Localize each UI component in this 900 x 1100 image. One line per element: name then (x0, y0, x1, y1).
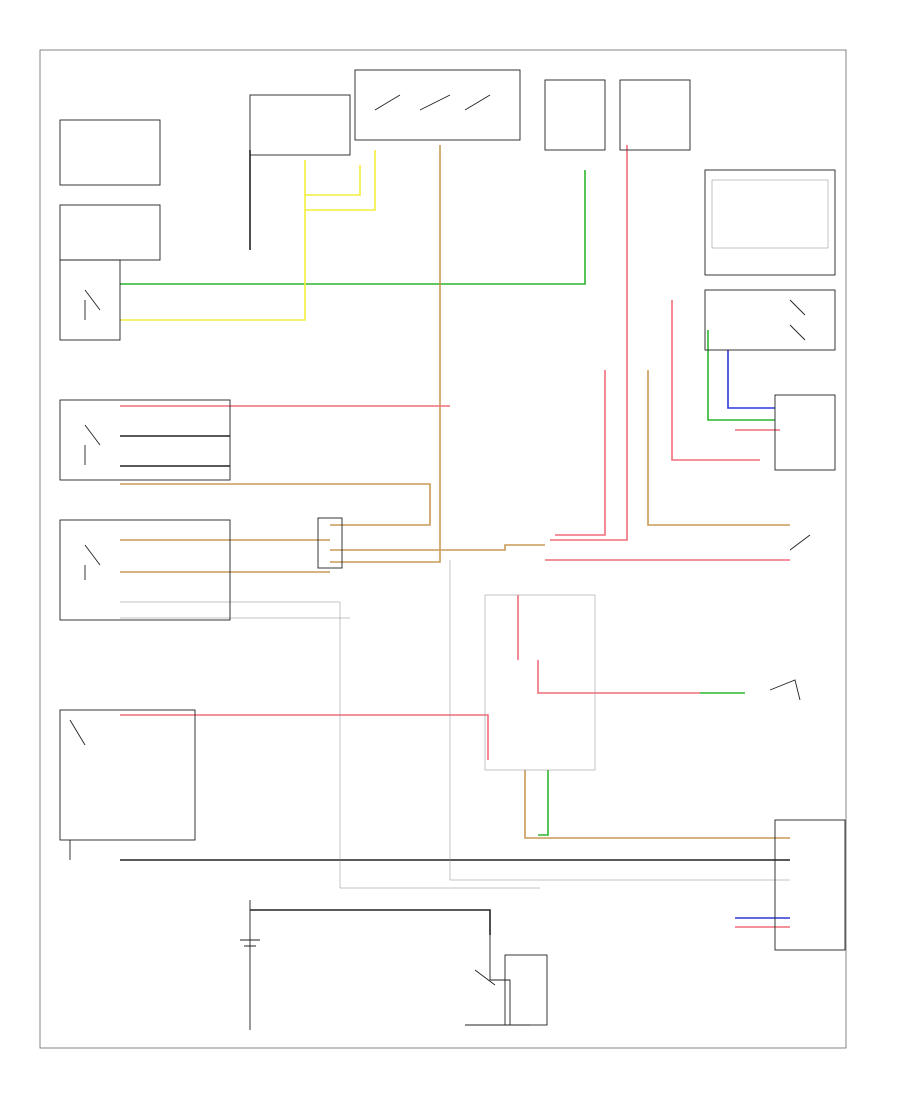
wire-pink-8 (671, 300, 760, 461)
wire-tan-4 (330, 544, 545, 551)
diagram-border (39, 49, 847, 1049)
module-box-right-1 (704, 169, 836, 276)
bottom-components (240, 517, 596, 1030)
module-box-right-1-inner (711, 179, 829, 249)
legend-item-4 (605, 637, 606, 641)
legend-item-1 (605, 607, 606, 611)
wire-blue-1 (727, 350, 775, 409)
wire-pink-2 (550, 145, 628, 541)
starter-box (504, 954, 548, 1026)
relay-switch-2 (84, 424, 101, 465)
relay-switch-right (789, 299, 806, 341)
relay-box-3 (59, 519, 231, 621)
wire-gray-3 (449, 560, 790, 881)
starter-symbol (474, 935, 511, 1025)
switch-box-1 (59, 119, 161, 186)
top-components (249, 69, 691, 156)
switch-box-2 (59, 204, 161, 261)
wire-pink-6 (537, 660, 700, 694)
page-code (44, 1052, 45, 1056)
wire-gray-1 (120, 601, 540, 889)
relay-box-2 (59, 399, 231, 481)
wire-green-3 (538, 770, 549, 836)
switch-symbol-right-2 (769, 679, 801, 701)
wire-tan-7 (524, 770, 790, 839)
relay-switch-1 (84, 289, 101, 320)
wire-tan-main (330, 145, 441, 563)
legend-item-3 (605, 627, 606, 631)
legend-item-2 (605, 617, 606, 621)
wire-yellow-3 (305, 150, 376, 211)
switch-box-3 (59, 709, 196, 841)
junction-connector (317, 517, 343, 569)
fuse-box-top-2 (544, 79, 606, 151)
ecm-box (774, 819, 846, 951)
wire-group (120, 145, 790, 935)
wire-yellow-2 (305, 165, 361, 196)
relay-box-right (704, 289, 836, 351)
relay-switch-3 (84, 544, 101, 580)
wire-green-2 (707, 330, 775, 421)
wire-tan-6 (647, 370, 790, 526)
battery-symbol (240, 900, 260, 1030)
wire-pink-3 (555, 370, 606, 536)
ignition-box (354, 69, 521, 141)
wire-tan-2 (120, 483, 431, 526)
fuse-box-top-1 (249, 94, 351, 156)
switch-symbol-1 (69, 719, 86, 746)
right-components (704, 169, 846, 951)
junction-box-center (484, 594, 596, 771)
ignition-switch-1 (374, 94, 491, 111)
fuse-box-top-3 (619, 79, 691, 151)
wire-black-4 (250, 909, 491, 935)
left-components (59, 119, 231, 860)
wire-yellow (120, 160, 306, 321)
wire-pink-7 (120, 714, 489, 760)
module-box-right-2 (774, 394, 836, 471)
switch-symbol-right (789, 534, 811, 551)
wire-green (120, 170, 586, 285)
relay-box-1 (59, 259, 121, 341)
legend (605, 607, 606, 641)
